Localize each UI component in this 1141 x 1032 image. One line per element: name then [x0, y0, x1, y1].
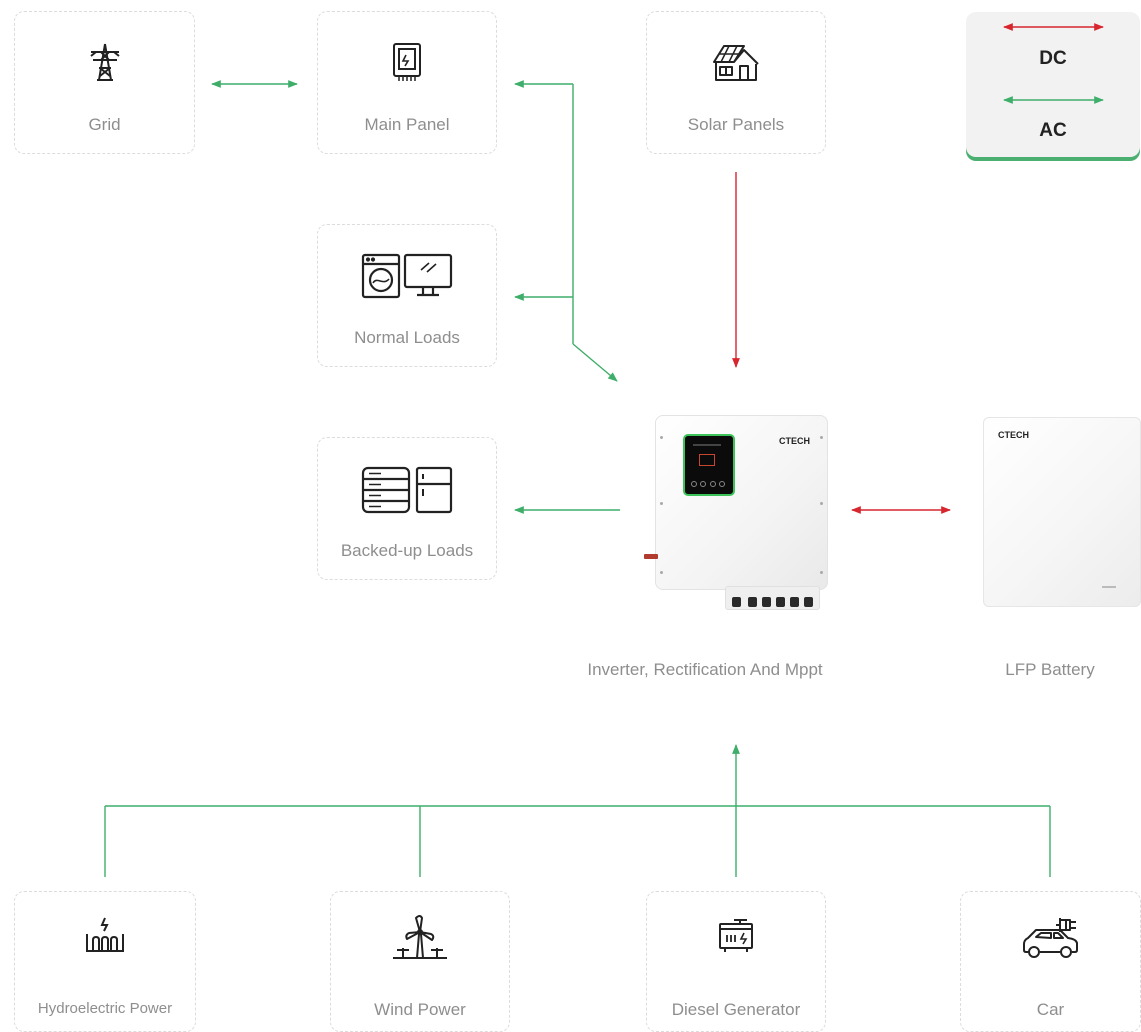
screw-icon	[820, 502, 823, 505]
inverter-display-screen	[683, 434, 735, 496]
screw-icon	[820, 571, 823, 574]
screw-icon	[660, 571, 663, 574]
diesel-generator-label: Diesel Generator	[671, 1000, 801, 1019]
normal-loads-label: Normal Loads	[354, 328, 460, 347]
legend-ac-label: AC	[1039, 120, 1067, 141]
grid-node: Grid	[14, 11, 195, 154]
wind-power-label: Wind Power	[374, 1000, 466, 1019]
solar-house-icon	[713, 45, 759, 81]
connector-port	[776, 597, 785, 607]
lfp-battery-label: LFP Battery	[1005, 660, 1095, 679]
transmission-tower-icon	[89, 43, 120, 81]
normal-loads-node: Normal Loads	[317, 224, 497, 367]
dc-legend-arrow	[1003, 23, 1104, 104]
grid-label: Grid	[88, 115, 121, 134]
inverter-label: Inverter, Rectification And Mppt	[587, 660, 823, 679]
solar-panels-node: Solar Panels	[646, 11, 826, 154]
connector-port	[762, 597, 771, 607]
inverter-side-switch	[644, 554, 658, 559]
hydroelectric-node: Hydroelectric Power	[14, 891, 196, 1032]
car-node: Car	[960, 891, 1141, 1032]
connector-port	[748, 597, 757, 607]
diesel-generator-node: Diesel Generator	[646, 891, 826, 1032]
server-fridge-icon	[361, 466, 453, 514]
inverter-device: CTECH	[655, 415, 828, 590]
electric-car-icon	[1022, 918, 1078, 958]
diesel-generator-icon	[719, 919, 753, 952]
connector-port	[790, 597, 799, 607]
solar-panels-label: Solar Panels	[687, 115, 785, 134]
screw-icon	[660, 502, 663, 505]
connector-port	[732, 597, 741, 607]
electrical-panel-icon	[393, 43, 421, 81]
battery-brand-logo: CTECH	[998, 430, 1029, 440]
wind-power-node: Wind Power	[330, 891, 510, 1032]
inverter-connector-strip	[725, 586, 820, 610]
ac-arrow-to-inverter	[572, 343, 618, 382]
legend-panel: DC AC	[966, 12, 1140, 157]
battery-model-tag	[1102, 586, 1116, 588]
backed-up-loads-label: Backed-up Loads	[340, 541, 474, 560]
inverter-brand-logo: CTECH	[779, 436, 810, 446]
main-panel-label: Main Panel	[364, 115, 450, 134]
backed-up-loads-node: Backed-up Loads	[317, 437, 497, 580]
washer-monitor-icon	[361, 253, 453, 299]
screw-icon	[820, 436, 823, 439]
hydroelectric-label: Hydroelectric Power	[37, 1000, 173, 1017]
lfp-battery-device: CTECH	[983, 417, 1141, 607]
legend-dc-label: DC	[1039, 48, 1067, 69]
hydroelectric-dam-icon	[86, 917, 124, 952]
wind-turbine-icon	[393, 915, 447, 959]
connector-port	[804, 597, 813, 607]
main-panel-node: Main Panel	[317, 11, 497, 154]
screw-icon	[660, 436, 663, 439]
car-label: Car	[1036, 1000, 1065, 1019]
